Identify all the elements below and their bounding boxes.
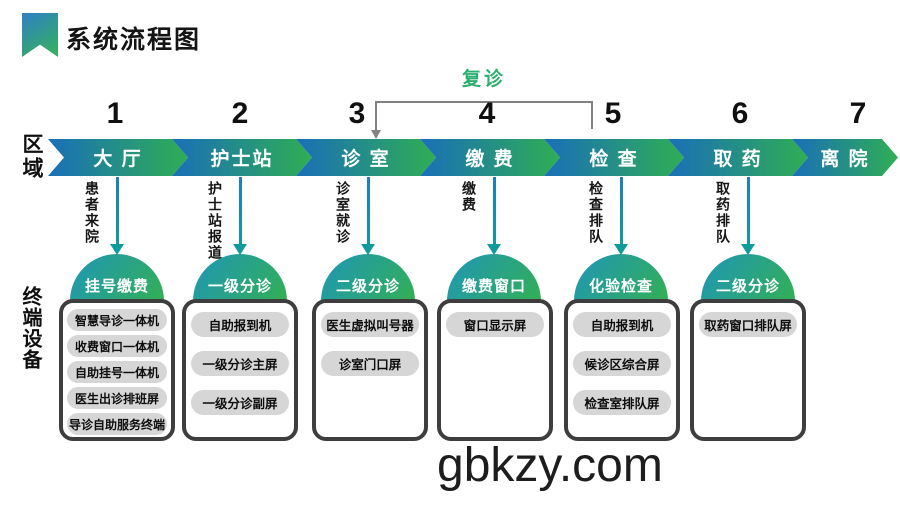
- revisit-bracket-left: [375, 101, 377, 131]
- device-item-pill: 诊室门口屏: [321, 351, 419, 376]
- device-group-dome-1: 挂号缴费: [70, 254, 164, 301]
- device-item-pill: 窗口显示屏: [446, 312, 544, 337]
- stage-banner-nurse: 护士站: [172, 139, 312, 176]
- stage-number-7: 7: [849, 97, 867, 130]
- device-group-header: 一级分诊: [207, 278, 272, 295]
- device-group-box-6: 取药窗口排队屏: [690, 299, 806, 441]
- device-group-dome-6: 二级分诊: [701, 254, 795, 301]
- device-group-box-1: 智慧导诊一体机 收费窗口一体机 自助挂号一体机 医生出诊排班屏 导诊自助服务终端: [59, 299, 175, 441]
- stage-banner-examination: 检 查: [544, 139, 684, 176]
- device-item-pill: 取药窗口排队屏: [699, 312, 797, 337]
- revisit-bracket-line: [375, 101, 593, 103]
- revisit-bracket-right: [591, 101, 593, 129]
- stage-banner-clinic: 诊 室: [296, 139, 436, 176]
- device-item-pill: 检查室排队屏: [573, 390, 671, 415]
- flow-label-4: 缴费: [461, 181, 477, 213]
- zone-row-label: 区域: [20, 133, 43, 181]
- flow-arrowhead-icon: [487, 244, 501, 255]
- device-group-box-4: 窗口显示屏: [437, 299, 553, 441]
- stage-banner-discharge: 离 院: [792, 139, 898, 176]
- watermark-text: gbkzy.com: [437, 439, 663, 492]
- flow-arrowhead-icon: [741, 244, 755, 255]
- page-title: 系统流程图: [66, 26, 202, 54]
- flow-arrowhead-icon: [361, 244, 375, 255]
- stage-banner-pharmacy: 取 药: [668, 139, 808, 176]
- device-group-header: 缴费窗口: [461, 278, 526, 295]
- device-group-box-5: 自助报到机 候诊区综合屏 检查室排队屏: [564, 299, 680, 441]
- device-item-pill: 医生虚拟叫号器: [321, 312, 419, 337]
- stage-banner-payment: 缴 费: [420, 139, 560, 176]
- flow-arrow-line: [367, 177, 370, 245]
- device-group-dome-2: 一级分诊: [193, 254, 287, 301]
- stage-number-4: 4: [478, 97, 496, 130]
- device-item-pill: 自助报到机: [573, 312, 671, 337]
- flow-label-5: 检查排队: [588, 181, 604, 245]
- device-item-pill: 候诊区综合屏: [573, 351, 671, 376]
- device-group-box-2: 自助报到机 一级分诊主屏 一级分诊副屏: [182, 299, 298, 441]
- device-item-pill: 医生出诊排班屏: [67, 387, 167, 409]
- device-item-pill: 智慧导诊一体机: [67, 309, 167, 331]
- flow-arrowhead-icon: [110, 244, 124, 255]
- revisit-arrowhead-icon: [371, 130, 381, 139]
- stage-number-3: 3: [348, 97, 366, 130]
- flow-label-2: 护士站报道: [207, 181, 223, 261]
- stage-number-5: 5: [604, 97, 622, 130]
- device-group-dome-5: 化验检查: [574, 254, 668, 301]
- flow-arrow-line: [116, 177, 119, 245]
- flow-label-1: 患者来院: [84, 181, 100, 245]
- stage-banner-lobby: 大 厅: [48, 139, 188, 176]
- device-item-pill: 收费窗口一体机: [67, 335, 167, 357]
- stage-number-2: 2: [231, 97, 249, 130]
- flow-arrowhead-icon: [614, 244, 628, 255]
- bookmark-ribbon-icon: [22, 13, 58, 57]
- device-item-pill: 自助挂号一体机: [67, 361, 167, 383]
- revisit-label: 复诊: [461, 69, 506, 90]
- flow-arrow-line: [620, 177, 623, 245]
- device-group-dome-4: 缴费窗口: [447, 254, 541, 301]
- device-group-header: 二级分诊: [335, 278, 400, 295]
- flow-arrow-line: [239, 177, 242, 245]
- flow-arrowhead-icon: [233, 244, 247, 255]
- flow-label-3: 诊室就诊: [335, 181, 351, 245]
- flow-label-6: 取药排队: [715, 181, 731, 245]
- device-item-pill: 一级分诊副屏: [191, 390, 289, 415]
- device-group-header: 挂号缴费: [84, 278, 149, 295]
- flow-arrow-line: [747, 177, 750, 245]
- stage-number-6: 6: [731, 97, 749, 130]
- device-item-pill: 导诊自助服务终端: [67, 413, 167, 435]
- stage-number-1: 1: [106, 97, 124, 130]
- device-group-dome-3: 二级分诊: [321, 254, 415, 301]
- device-group-header: 二级分诊: [715, 278, 780, 295]
- device-item-pill: 一级分诊主屏: [191, 351, 289, 376]
- device-item-pill: 自助报到机: [191, 312, 289, 337]
- device-group-box-3: 医生虚拟叫号器 诊室门口屏: [312, 299, 428, 441]
- device-row-label: 终端设备: [19, 286, 41, 370]
- device-group-header: 化验检查: [588, 278, 653, 295]
- flow-arrow-line: [493, 177, 496, 245]
